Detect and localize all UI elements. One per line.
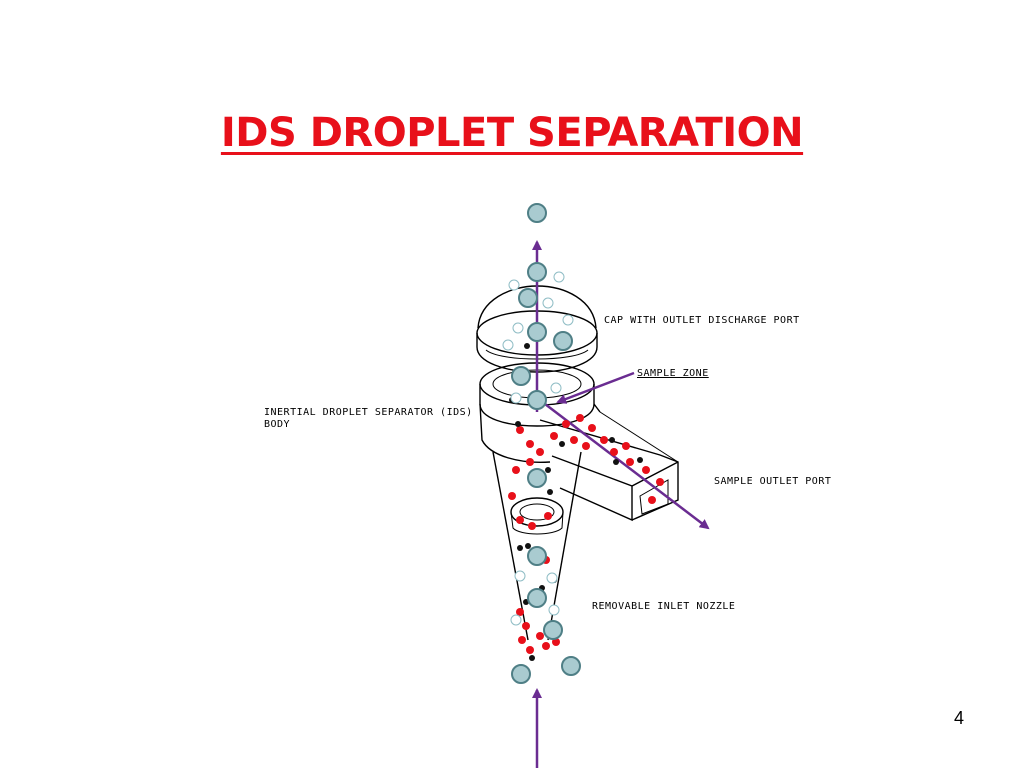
sample-outlet-port [539, 411, 679, 522]
label-ids-body-line1: INERTIAL DROPLET SEPARATOR (IDS) [264, 407, 473, 418]
label-sample-zone: SAMPLE ZONE [637, 368, 709, 379]
fine-droplets [502, 271, 574, 626]
ids-body [479, 403, 601, 463]
slide-title: IDS DROPLET SEPARATION [220, 110, 804, 156]
large-droplets [511, 203, 581, 684]
label-inlet-nozzle: REMOVABLE INLET NOZZLE [592, 601, 735, 612]
outlet-flow-arrow [544, 403, 710, 530]
sample-zone-pointer [556, 371, 635, 404]
label-cap: CAP WITH OUTLET DISCHARGE PORT [604, 315, 800, 326]
small-droplets [508, 414, 664, 654]
page-number: 4 [953, 708, 964, 728]
label-ids-body-line2: BODY [264, 419, 290, 430]
label-sample-outlet-port: SAMPLE OUTLET PORT [714, 476, 831, 487]
